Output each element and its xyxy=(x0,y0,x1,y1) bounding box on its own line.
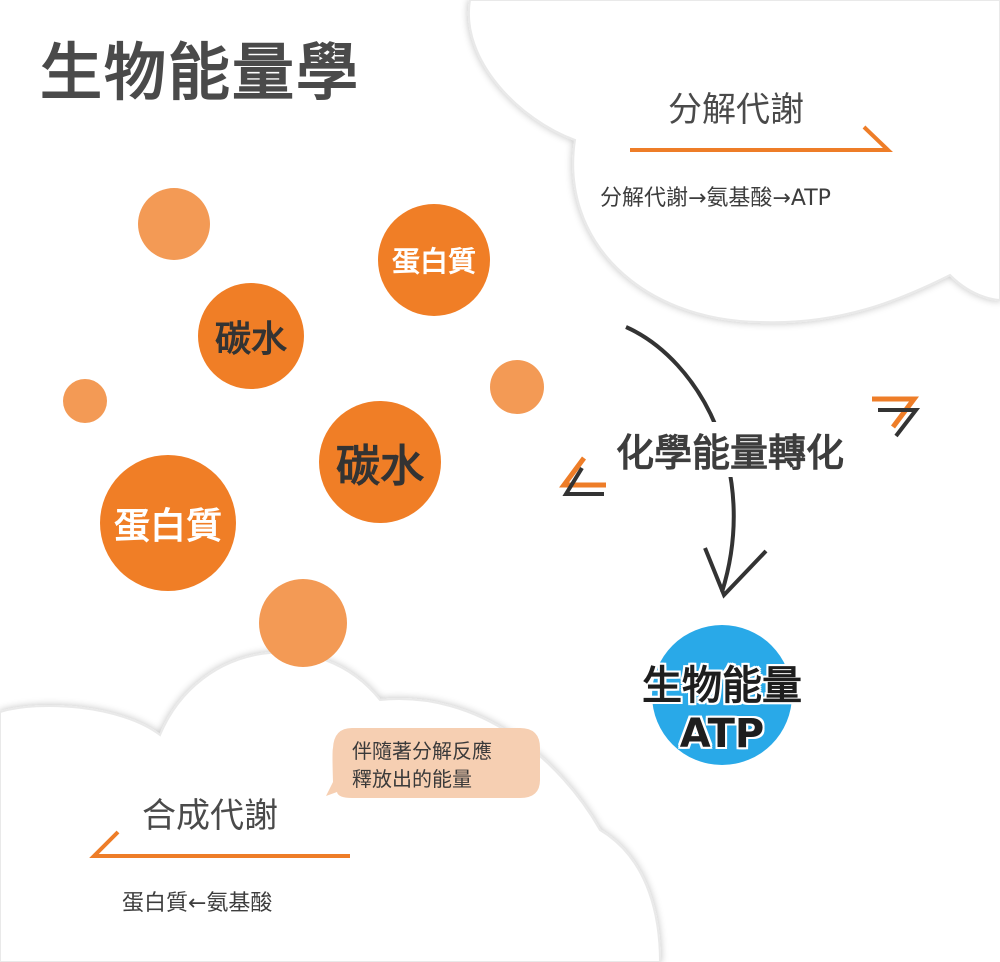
protein-circle-top: 蛋白質 xyxy=(378,204,490,316)
speech-bubble-text: 伴隨著分解反應 釋放出的能量 xyxy=(352,737,492,793)
speech-bubble-line-1: 伴隨著分解反應 xyxy=(352,739,492,763)
catabolism-formula: 分解代謝→氨基酸→ATP xyxy=(600,186,831,211)
speech-bubble-line-2: 釋放出的能量 xyxy=(352,767,472,791)
cloud-top-right xyxy=(467,0,1000,324)
anabolism-formula: 蛋白質←氨基酸 xyxy=(122,891,273,916)
atp-label-line-1: 生物能量 xyxy=(642,663,802,709)
decor-circle-3 xyxy=(490,360,544,414)
catabolism-arrow-line xyxy=(630,125,893,152)
decor-circle-1 xyxy=(138,188,210,260)
anabolism-heading: 合成代謝 xyxy=(142,796,278,836)
catabolism-heading: 分解代謝 xyxy=(668,90,804,130)
atp-label: 生物能量 ATP xyxy=(622,662,822,758)
protein-circle-big: 蛋白質 xyxy=(100,455,236,591)
anabolism-arrow-line xyxy=(89,830,350,858)
atp-label-line-2: ATP xyxy=(679,711,765,757)
carb-circle-big: 碳水 xyxy=(319,401,441,523)
cloud-bottom-left xyxy=(0,651,662,962)
chemical-energy-conversion-label: 化學能量轉化 xyxy=(612,422,849,477)
conversion-arrowhead xyxy=(703,547,768,599)
decor-circle-4 xyxy=(259,579,347,667)
speech-bubble-shape xyxy=(326,728,540,798)
decor-circle-2 xyxy=(63,379,107,423)
chevron-right-orange xyxy=(872,396,919,429)
atp-circle xyxy=(652,625,792,765)
chevron-left-orange xyxy=(559,456,606,488)
page-title: 生物能量學 xyxy=(40,36,361,109)
chevron-left-dark xyxy=(562,466,604,496)
chevron-right-dark xyxy=(878,408,921,438)
carb-circle-small: 碳水 xyxy=(198,283,304,389)
